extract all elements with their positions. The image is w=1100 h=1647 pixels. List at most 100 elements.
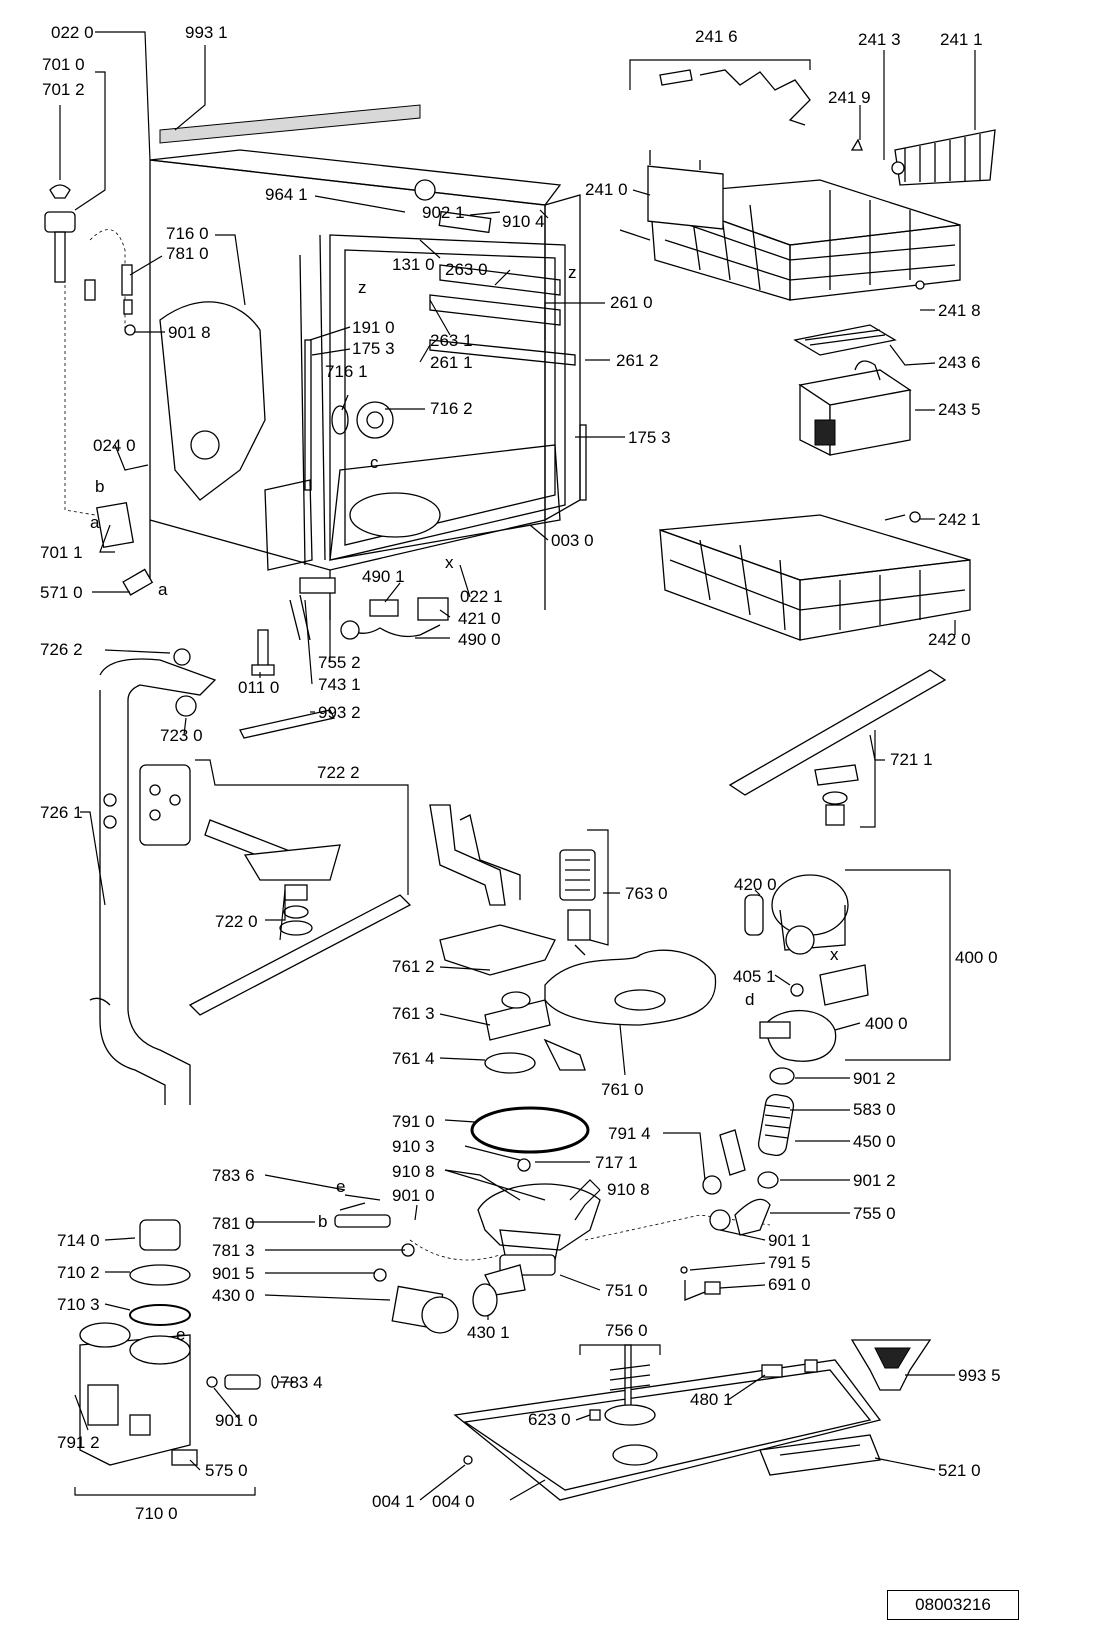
marker-b: b xyxy=(95,477,104,496)
callout-label-9108b: 910 8 xyxy=(607,1180,650,1199)
marker-e: e xyxy=(336,1177,345,1196)
drain-pump-and-softener xyxy=(79,1194,459,1466)
marker-a-2: a xyxy=(158,580,168,599)
callout-label-9018: 901 8 xyxy=(168,323,211,342)
callout-label-2418: 241 8 xyxy=(938,301,981,320)
callout-label-0221: 022 1 xyxy=(460,587,503,606)
spray-arm-hub-716-2 xyxy=(356,401,394,439)
lower-spray-arm xyxy=(188,819,412,1016)
callout-label-2411: 241 1 xyxy=(940,30,983,49)
callout-label-4900: 490 0 xyxy=(458,630,501,649)
callout-label-2631: 263 1 xyxy=(430,331,473,350)
callout-label-7230: 723 0 xyxy=(160,726,203,745)
callout-label-2610: 261 0 xyxy=(610,293,653,312)
marker-x: x xyxy=(445,553,454,572)
callout-label-0240: 024 0 xyxy=(93,436,136,455)
callout-label-0110: 011 0 xyxy=(238,678,279,697)
callout-label-9012b: 901 2 xyxy=(853,1171,896,1190)
callout-label-1753b: 175 3 xyxy=(628,428,671,447)
callout-label-0220: 022 0 xyxy=(51,23,94,42)
marker-d: d xyxy=(745,990,754,1009)
callout-label-0041: 004 1 xyxy=(372,1492,415,1511)
callout-label-2611: 261 1 xyxy=(430,353,473,372)
callout-label-4500: 450 0 xyxy=(853,1132,896,1151)
top-strip-993-1 xyxy=(159,104,421,144)
callout-label-7261: 726 1 xyxy=(40,803,83,822)
callout-label-7915: 791 5 xyxy=(768,1253,811,1272)
callout-label-7162: 716 2 xyxy=(430,399,473,418)
callout-label-2416: 241 6 xyxy=(695,27,738,46)
callout-label-9015: 901 5 xyxy=(212,1264,255,1283)
cutlery-basket xyxy=(793,324,912,457)
callout-label-2436: 243 6 xyxy=(938,353,981,372)
callout-label-2413: 241 3 xyxy=(858,30,901,49)
tub-lower-parts xyxy=(239,577,449,739)
callout-label-7262: 726 2 xyxy=(40,640,83,659)
callout-label-5710: 571 0 xyxy=(40,583,83,602)
marker-c: c xyxy=(370,453,379,472)
callout-label-2420: 242 0 xyxy=(928,630,971,649)
callout-label-7012: 701 2 xyxy=(42,80,85,99)
reference-markers: b a a c z z x x d e e b xyxy=(90,263,839,1344)
diagram-code-box: 08003216 xyxy=(887,1590,1019,1620)
callout-label-7011: 701 1 xyxy=(40,543,83,562)
callout-label-7630: 763 0 xyxy=(625,884,668,903)
callout-label-9010a: 901 0 xyxy=(392,1186,435,1205)
callout-label-4301: 430 1 xyxy=(467,1323,510,1342)
callout-label-2612: 261 2 xyxy=(616,351,659,370)
callout-label-9012a: 901 2 xyxy=(853,1069,896,1088)
upper-basket-accessories xyxy=(647,69,996,290)
upper-spray-arm xyxy=(728,669,947,826)
callout-label-7910: 791 0 xyxy=(392,1112,435,1131)
callout-label-2630: 263 0 xyxy=(445,260,488,279)
callout-label-7813: 781 3 xyxy=(212,1241,255,1260)
callout-label-4211: 421 0 xyxy=(458,609,501,628)
tub-cabinet xyxy=(149,149,587,620)
door-seal-gasket xyxy=(159,301,266,501)
callout-label-4000b: 400 0 xyxy=(865,1014,908,1033)
marker-e-2: e xyxy=(176,1325,185,1344)
callout-label-9935: 993 5 xyxy=(958,1366,1001,1385)
callout-label-7550: 755 0 xyxy=(853,1204,896,1223)
sump-filter-assembly xyxy=(409,804,771,1317)
callout-label-7610: 761 0 xyxy=(601,1080,644,1099)
drain-hose-parts xyxy=(680,1067,795,1301)
sump-opening xyxy=(349,492,441,538)
callout-label-0030: 003 0 xyxy=(551,531,594,550)
callout-label-7612: 761 2 xyxy=(392,957,435,976)
callout-label-7211: 721 1 xyxy=(890,750,933,769)
callout-label-6910: 691 0 xyxy=(768,1275,811,1294)
lower-basket xyxy=(659,511,971,641)
circulation-pump xyxy=(744,874,869,1062)
marker-b-2: b xyxy=(318,1212,327,1231)
callout-label-7914: 791 4 xyxy=(608,1124,651,1143)
callout-label-7102: 710 2 xyxy=(57,1263,100,1282)
callout-label-1310: 131 0 xyxy=(392,255,435,274)
callout-label-9011: 901 1 xyxy=(768,1231,811,1250)
callout-label-7220: 722 0 xyxy=(215,912,258,931)
callout-label-7161: 716 1 xyxy=(325,362,368,381)
callout-label-4000a: 400 0 xyxy=(955,948,998,967)
callout-label-9010b: 901 0 xyxy=(215,1411,258,1430)
callout-label-9103: 910 3 xyxy=(392,1137,435,1156)
callout-label-7103: 710 3 xyxy=(57,1295,100,1314)
callout-label-7613: 761 3 xyxy=(392,1004,435,1023)
callout-label-7560: 756 0 xyxy=(605,1321,648,1340)
callout-label-0040: 004 0 xyxy=(432,1492,475,1511)
callout-label-7552: 755 2 xyxy=(318,653,361,672)
callout-label-9104: 910 4 xyxy=(502,212,545,231)
marker-a: a xyxy=(90,513,100,532)
cap-and-hose-parts xyxy=(44,184,154,596)
leader-lines xyxy=(59,31,976,1501)
marker-x-2: x xyxy=(830,945,839,964)
callout-label-7510: 751 0 xyxy=(605,1281,648,1300)
callout-label-7171: 717 1 xyxy=(595,1153,638,1172)
callout-label-4200: 420 0 xyxy=(734,875,777,894)
callout-label-4300: 430 0 xyxy=(212,1286,255,1305)
upper-basket xyxy=(619,179,961,301)
base-plate xyxy=(453,1339,932,1501)
callout-label-9641: 964 1 xyxy=(265,185,308,204)
